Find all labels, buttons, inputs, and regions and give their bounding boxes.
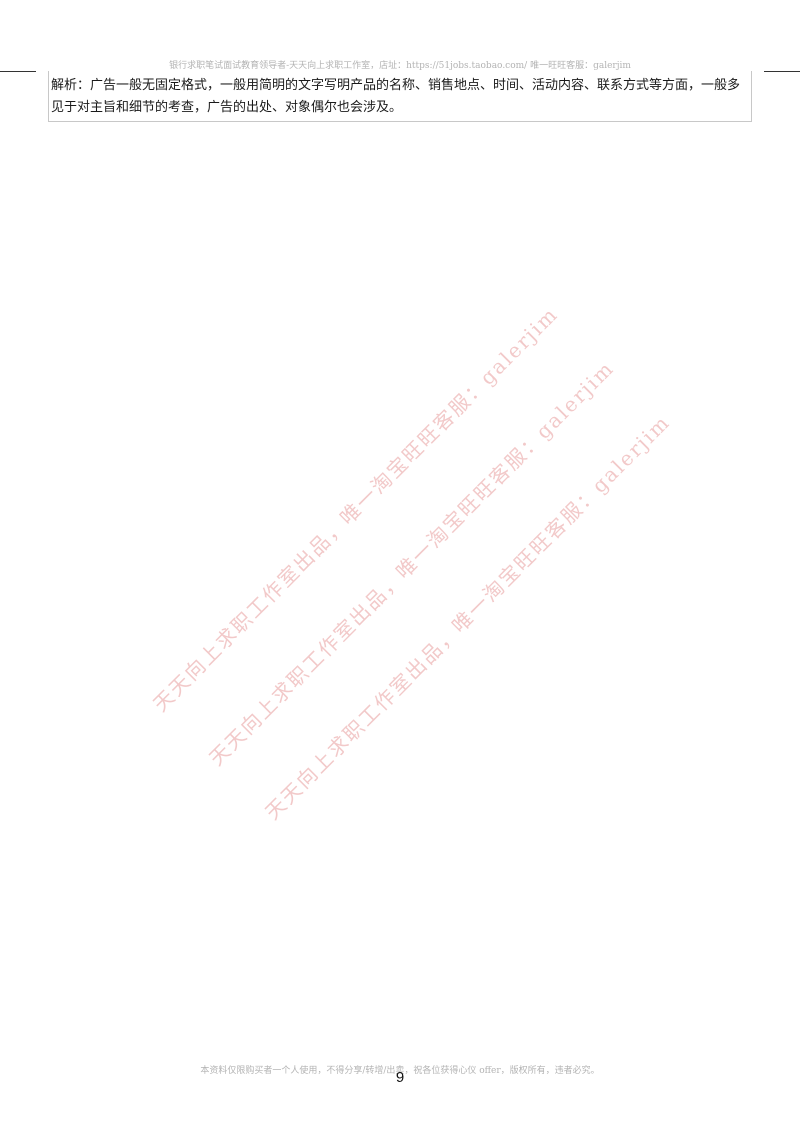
watermark-2: 天天向上求职工作室出品，唯一淘宝旺旺客服：galerjim	[204, 355, 619, 771]
answer-box: 解析：广告一般无固定格式，一般用简明的文字写明产品的名称、销售地点、时间、活动内…	[48, 71, 752, 122]
watermark-3: 天天向上求职工作室出品，唯一淘宝旺旺客服：galerjim	[260, 409, 675, 825]
header-rule-right	[764, 71, 800, 72]
page-number: 9	[395, 1069, 405, 1086]
watermark-1: 天天向上求职工作室出品，唯一淘宝旺旺客服：galerjim	[148, 301, 563, 717]
answer-explanation: 解析：广告一般无固定格式，一般用简明的文字写明产品的名称、销售地点、时间、活动内…	[51, 78, 741, 115]
page-header: 银行求职笔试面试教育领导者-天天向上求职工作室，店址：https://51job…	[169, 61, 631, 71]
page-footer: 本资料仅限购买者一个人使用，不得分享/转增/出卖，祝各位获得心仪 offer，版…	[200, 1066, 600, 1076]
header-rule-left	[0, 71, 36, 72]
